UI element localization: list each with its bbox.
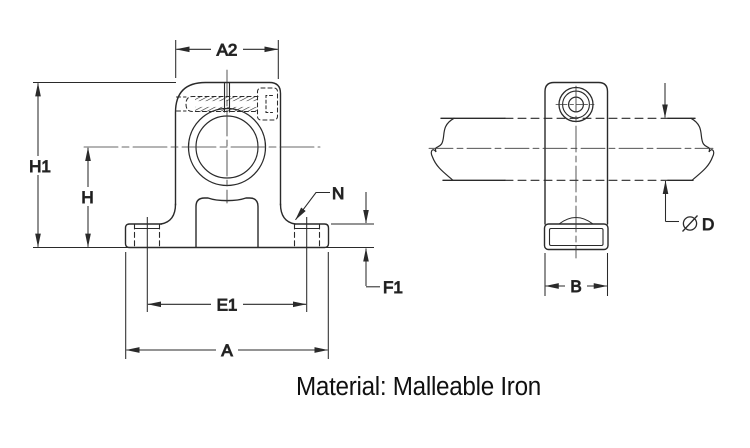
dim-n-label: N (332, 184, 344, 203)
setscrew-socket (265, 94, 274, 114)
dim-a-label: A (221, 341, 233, 360)
side-center-lines (428, 85, 714, 259)
mounting-slots (133, 223, 321, 248)
material-note: Material: Malleable Iron (296, 373, 541, 401)
side-body-outline (544, 81, 609, 225)
shaft-break-right (690, 117, 715, 181)
dim-h1: H1 (24, 81, 176, 248)
dim-d: D (662, 83, 715, 235)
dim-b: B (544, 253, 609, 297)
dim-h-label: H (81, 188, 93, 207)
side-view (428, 81, 715, 259)
base-arch (195, 197, 259, 248)
dim-h1-label: H1 (29, 157, 51, 176)
dim-a2-label: A2 (217, 41, 238, 60)
setscrew-hidden (175, 87, 279, 121)
dim-a2: A2 (175, 40, 279, 79)
shaft (430, 117, 715, 182)
dim-a: A (125, 252, 329, 361)
dim-d-label: D (702, 215, 714, 234)
diameter-symbol-icon (682, 215, 698, 232)
dim-f1-label: F1 (383, 278, 403, 297)
dim-b-label: B (570, 277, 581, 296)
shaft-break-left (430, 117, 455, 181)
setscrew-head (256, 87, 279, 121)
front-view (83, 69, 330, 249)
dim-h: H (78, 147, 97, 248)
dim-f1: F1 (331, 192, 403, 298)
dim-e1-label: E1 (217, 296, 238, 315)
dim-e1: E1 (146, 217, 308, 315)
housing-body-outline (174, 81, 282, 206)
dim-n: N (295, 183, 345, 221)
right-fillet (279, 203, 296, 225)
front-center-lines (83, 69, 321, 204)
base-outline (124, 223, 330, 249)
left-fillet (160, 203, 177, 225)
